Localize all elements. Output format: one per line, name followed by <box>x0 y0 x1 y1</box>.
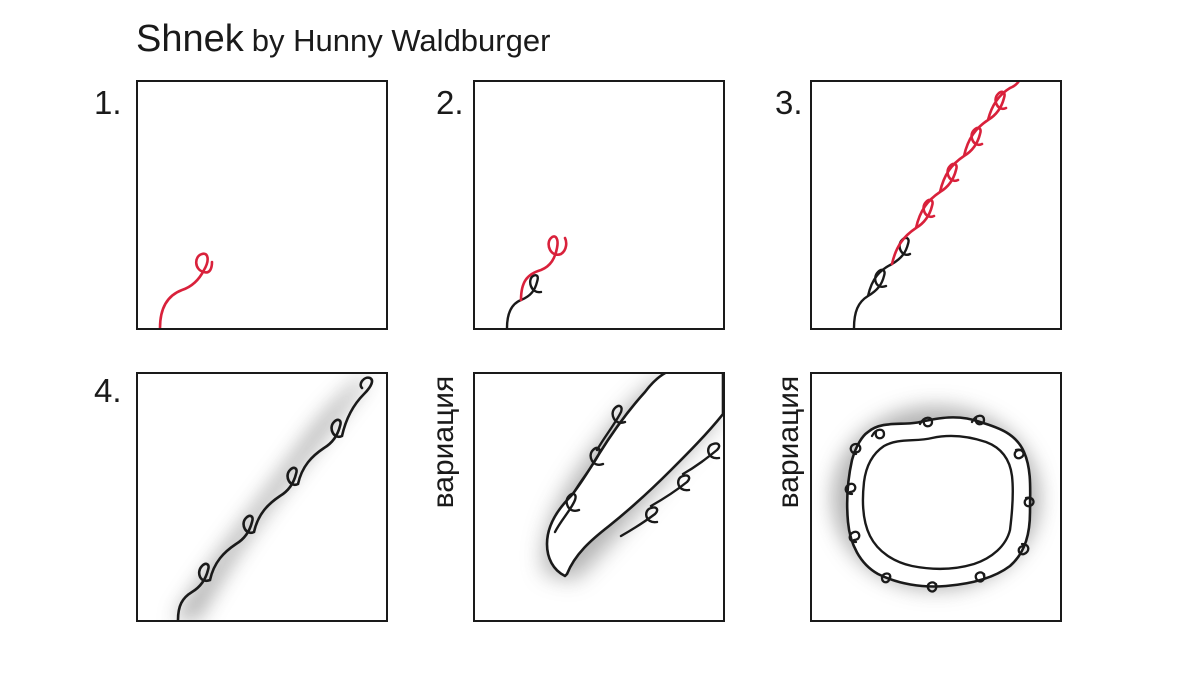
step-number-3: 3. <box>775 86 803 119</box>
variation-panel-2 <box>810 372 1062 622</box>
step-1-drawing <box>138 82 386 328</box>
step-number-2: 2. <box>436 86 464 119</box>
shading <box>174 376 370 620</box>
new-stroke-line <box>521 236 566 300</box>
tangle-name: Shnek <box>136 18 244 60</box>
finished-leaf-outline <box>547 374 723 576</box>
variation-1-drawing <box>475 374 723 620</box>
step-panel-2 <box>473 80 725 330</box>
step-panel-1 <box>136 80 388 330</box>
step-4-drawing <box>138 374 386 620</box>
new-stroke-line <box>160 254 212 328</box>
ring-inner-outline <box>863 436 1013 569</box>
step-number-1: 1. <box>94 86 122 119</box>
step-panel-4 <box>136 372 388 622</box>
variation-2-drawing <box>812 374 1060 620</box>
variation-label-2: вариация <box>772 370 806 514</box>
new-stroke-line <box>892 82 1021 264</box>
variation-label-1: вариация <box>427 370 461 514</box>
step-2-drawing <box>475 82 723 328</box>
tangle-author: by Hunny Waldburger <box>252 23 551 58</box>
step-3-drawing <box>812 82 1060 328</box>
variation-panel-1 <box>473 372 725 622</box>
existing-stroke-line <box>854 238 910 328</box>
step-number-4: 4. <box>94 374 122 407</box>
step-panel-3 <box>810 80 1062 330</box>
